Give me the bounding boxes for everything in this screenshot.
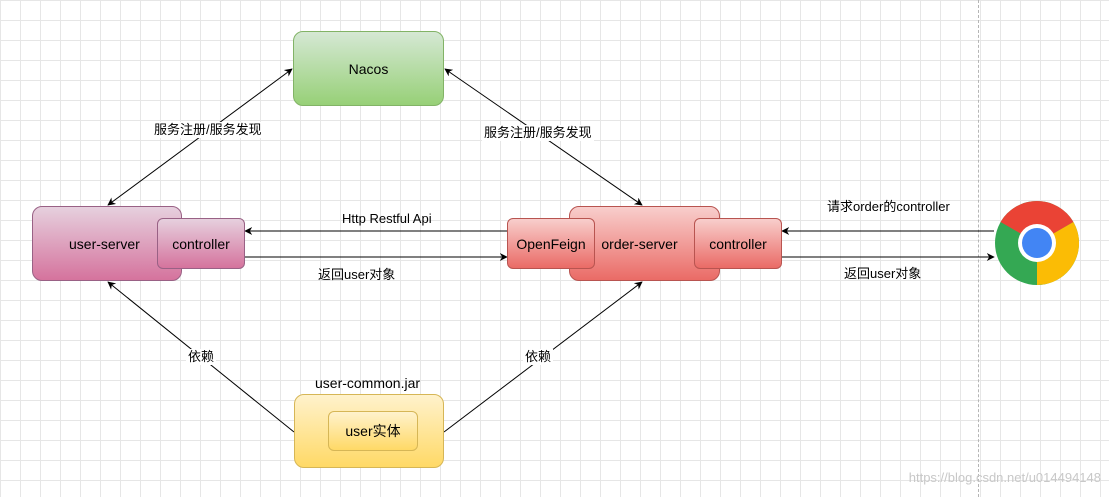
user-entity-label: user实体 — [345, 423, 401, 439]
chrome-icon — [995, 200, 1080, 285]
edge-label-register-right: 服务注册/服务发现 — [482, 125, 594, 141]
openfeign-label: OpenFeign — [516, 235, 586, 252]
order-server-label: order-server — [601, 235, 678, 252]
user-server-label: user-server — [69, 235, 140, 252]
edge-label-return-user-mid: 返回user对象 — [318, 267, 396, 282]
edge-label-register-left: 服务注册/服务发现 — [152, 122, 264, 138]
edge-label-return-user-right: 返回user对象 — [844, 266, 922, 281]
user-entity-node[interactable]: user实体 — [328, 411, 418, 451]
user-controller-label: controller — [172, 235, 230, 252]
dashed-divider — [978, 0, 979, 497]
user-common-jar-label: user-common.jar — [315, 375, 421, 391]
nacos-label: Nacos — [348, 60, 389, 77]
user-server-node[interactable]: user-server — [32, 206, 182, 281]
edge-label-depend-right: 依赖 — [523, 349, 554, 365]
watermark: https://blog.csdn.net/u014494148 — [908, 470, 1101, 485]
edge-label-http-restful: Http Restful Api — [342, 211, 432, 226]
nacos-node[interactable]: Nacos — [293, 31, 444, 106]
order-controller-node[interactable]: controller — [694, 218, 782, 269]
edge-label-depend-left: 依赖 — [186, 349, 217, 365]
openfeign-node[interactable]: OpenFeign — [507, 218, 595, 269]
order-controller-label: controller — [709, 235, 767, 252]
user-controller-node[interactable]: controller — [157, 218, 245, 269]
edge-label-request-order: 请求order的controller — [827, 199, 950, 214]
